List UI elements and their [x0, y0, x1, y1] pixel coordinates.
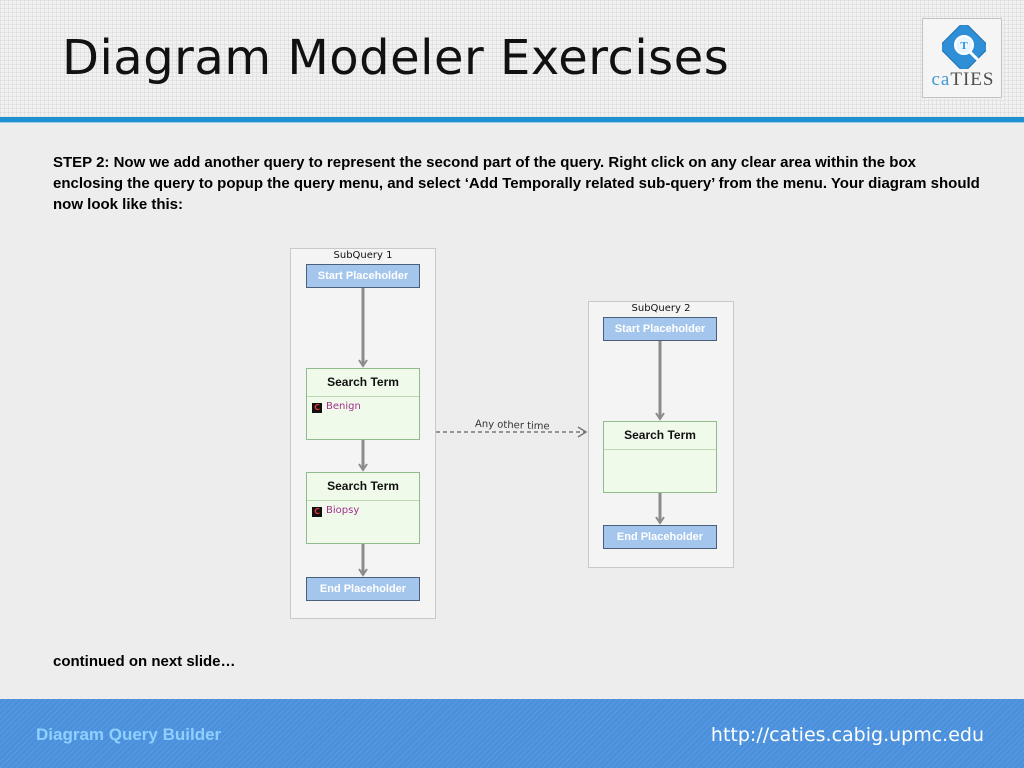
svg-text:T: T	[960, 40, 968, 52]
header-divider-highlight	[0, 122, 1024, 123]
slide-footer: Diagram Query Builder http://caties.cabi…	[0, 699, 1024, 768]
search-term-concept[interactable]: C Biopsy	[312, 505, 359, 517]
search-term-node[interactable]: Search Term C Biopsy	[306, 472, 420, 544]
slide-header	[0, 0, 1024, 118]
caties-logo: T caTIES	[922, 18, 1002, 98]
diagram-connectors: Any other time	[358, 288, 665, 577]
end-placeholder-label: End Placeholder	[319, 583, 407, 595]
footer-url[interactable]: http://caties.cabig.upmc.edu	[710, 724, 984, 746]
start-placeholder-label: Start Placeholder	[317, 270, 409, 282]
search-term-heading: Search Term	[307, 369, 419, 397]
concept-label: Biopsy	[326, 505, 360, 516]
start-placeholder-label: Start Placeholder	[614, 323, 706, 335]
caties-wordmark: caTIES	[931, 69, 995, 90]
subquery-2-start-placeholder[interactable]: Start Placeholder	[603, 317, 717, 341]
slide-title: Diagram Modeler Exercises	[62, 30, 730, 86]
search-term-heading: Search Term	[604, 422, 716, 450]
header-divider	[0, 117, 1024, 122]
subquery-2-title: SubQuery 2	[631, 303, 691, 314]
instructions-text: STEP 2: Now we add another query to repr…	[53, 154, 980, 213]
concept-icon: C	[312, 403, 322, 413]
end-placeholder-label: End Placeholder	[616, 531, 704, 543]
footer-title: Diagram Query Builder	[36, 725, 222, 744]
search-term-heading: Search Term	[307, 473, 419, 501]
search-term-node[interactable]: Search Term C Benign	[306, 368, 420, 440]
concept-label: Benign	[326, 401, 361, 412]
subquery-1-title: SubQuery 1	[333, 250, 393, 261]
caties-logo-icon: T	[942, 25, 986, 69]
search-term-concept[interactable]: C Benign	[312, 401, 361, 413]
concept-icon: C	[312, 507, 322, 517]
subquery-1-start-placeholder[interactable]: Start Placeholder	[306, 264, 420, 288]
subquery-1-end-placeholder[interactable]: End Placeholder	[306, 577, 420, 601]
search-term-node[interactable]: Search Term	[603, 421, 717, 493]
subquery-2-end-placeholder[interactable]: End Placeholder	[603, 525, 717, 549]
continued-note: continued on next slide…	[53, 653, 236, 670]
query-diagram: SubQuery 1 SubQuery 2 Start Placeholder …	[290, 245, 738, 623]
temporal-relation-label: Any other time	[475, 419, 550, 433]
